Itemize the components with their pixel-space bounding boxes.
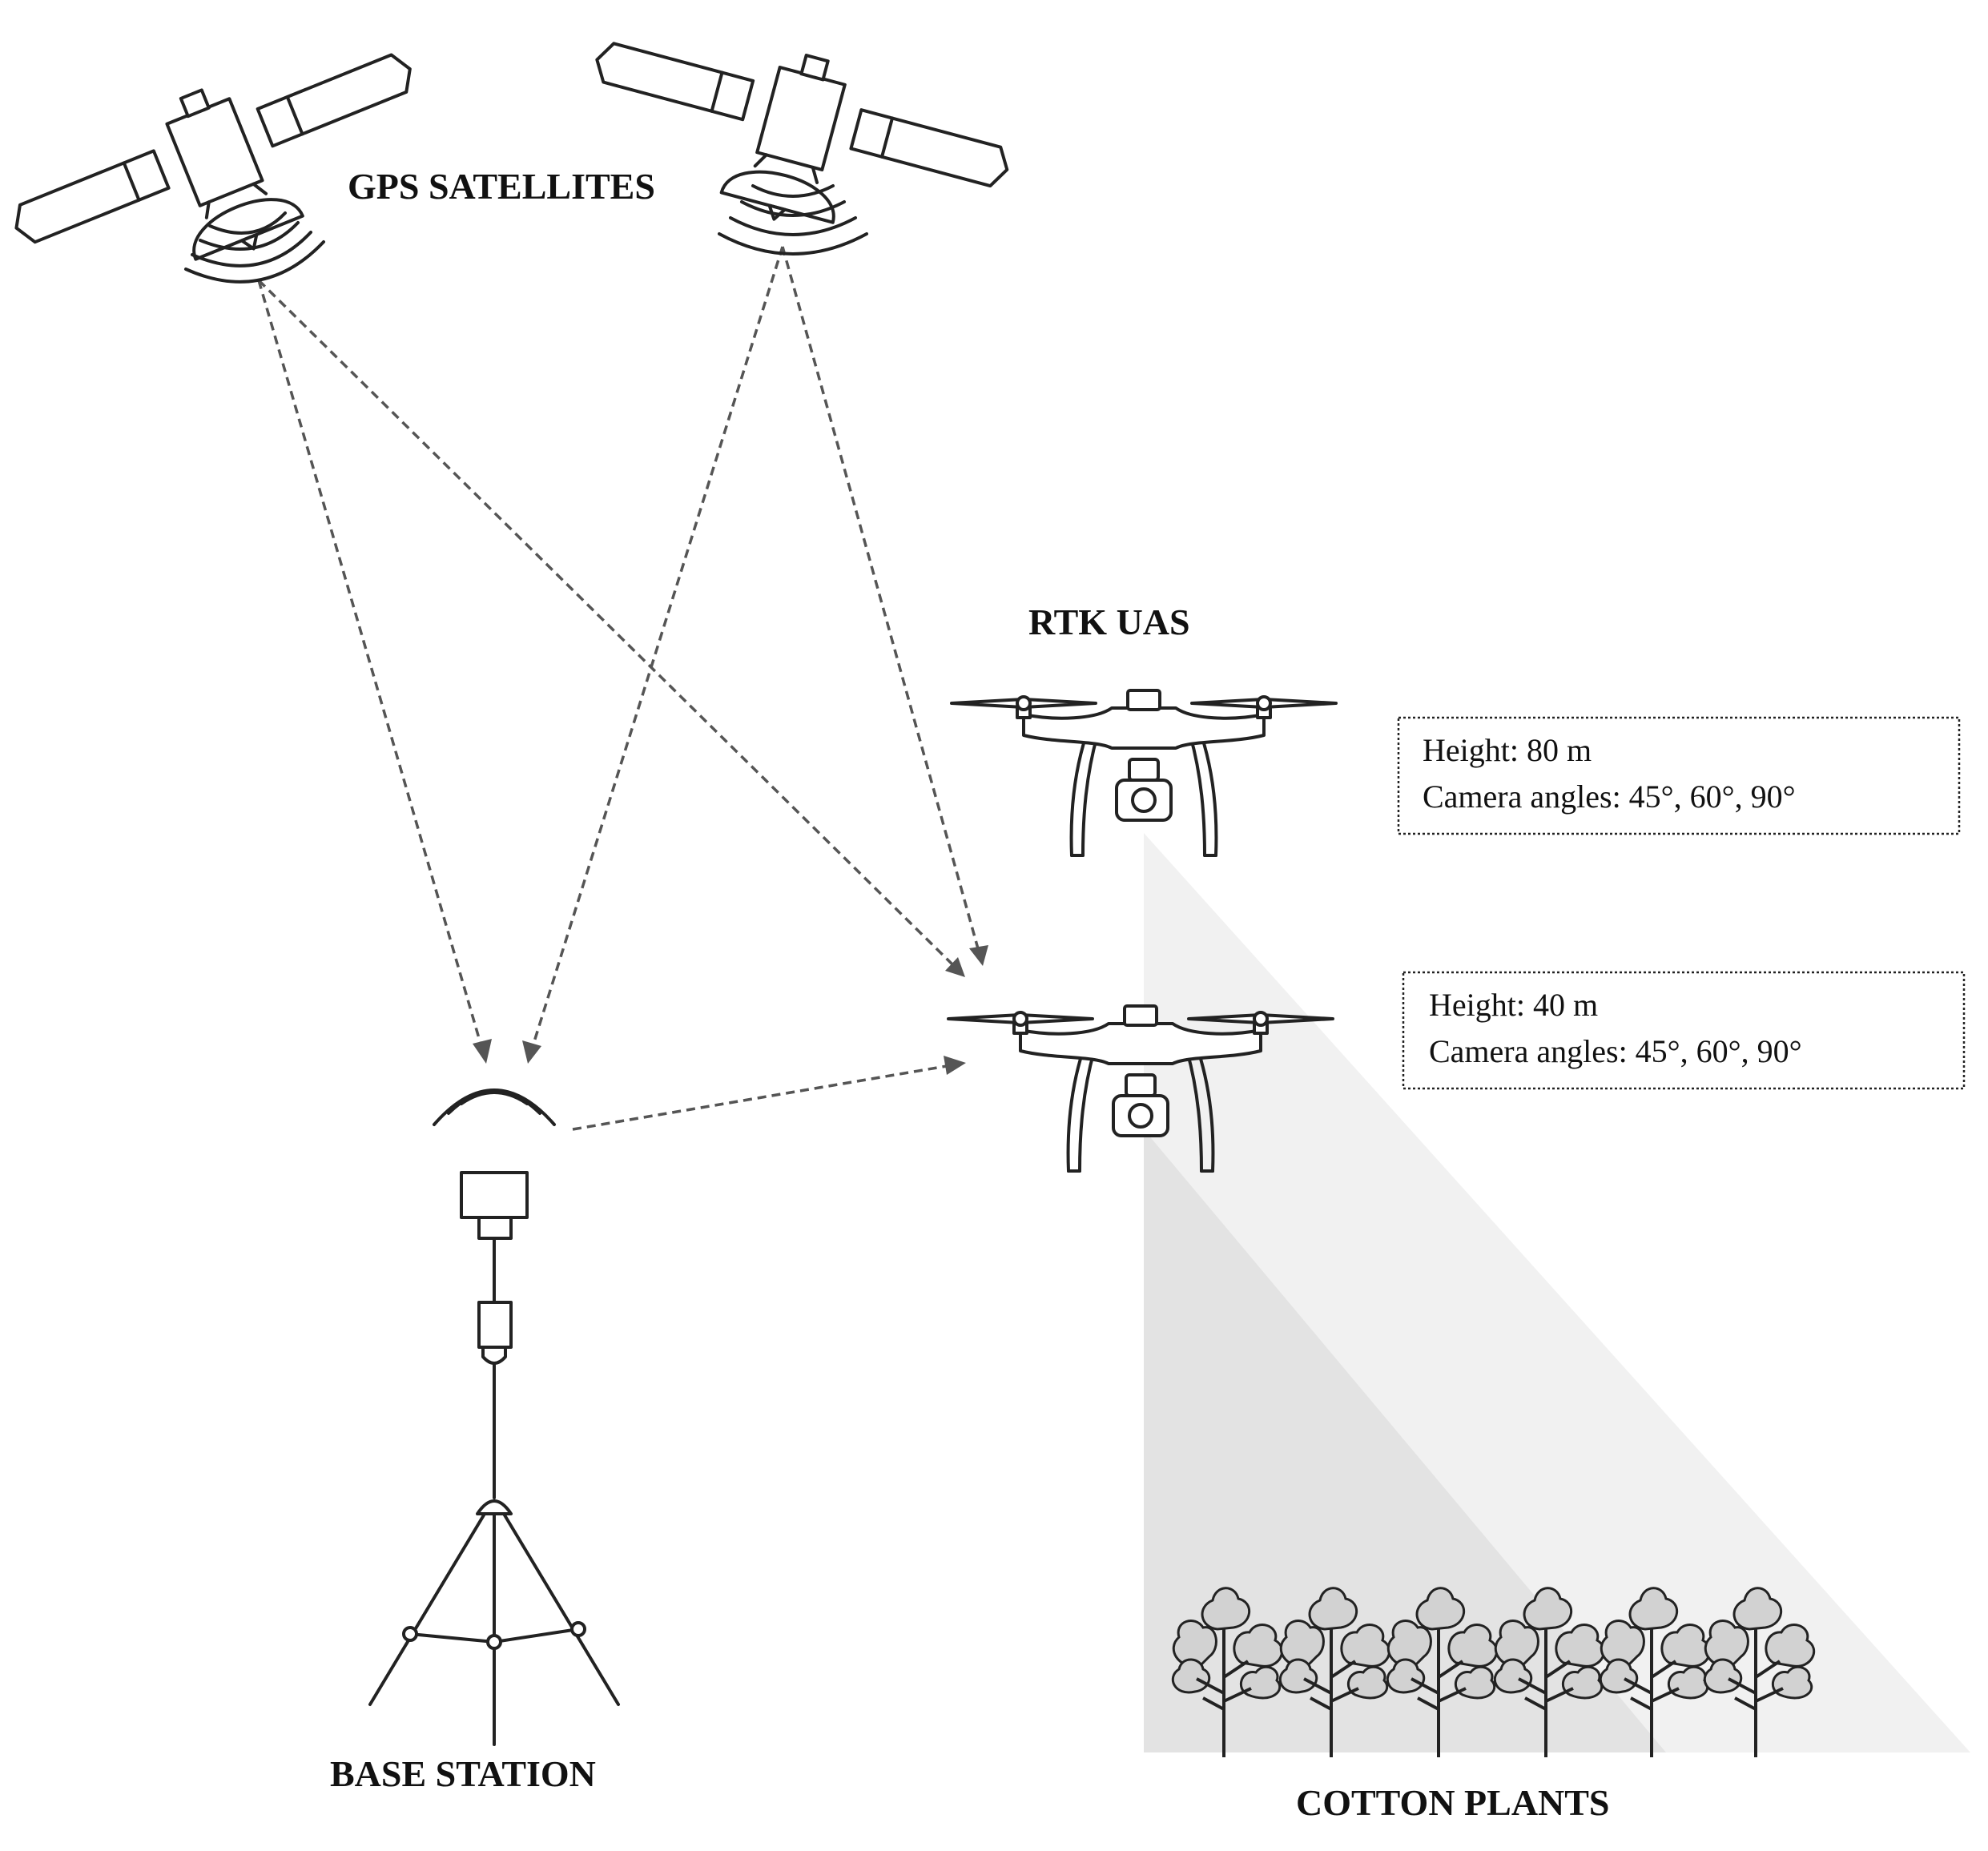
label-cotton-plants: COTTON PLANTS — [1296, 1782, 1610, 1823]
signal-paths — [257, 246, 988, 1131]
info-box-80m — [1397, 716, 1961, 835]
label-rtk-uas: RTK UAS — [1028, 602, 1190, 642]
satellite-icon — [14, 53, 412, 261]
flight-height-80m: Height: 80 m — [1423, 732, 1592, 768]
label-base-station: BASE STATION — [330, 1753, 596, 1794]
info-box-40m — [1402, 971, 1966, 1090]
drone-icon — [950, 689, 1338, 857]
signal-wave-icon — [718, 184, 868, 256]
satellite-icon — [595, 42, 1009, 224]
flight-angles-40m: Camera angles: 45°, 60°, 90° — [1429, 1033, 1802, 1069]
base-station-icon — [368, 1088, 620, 1746]
flight-height-40m: Height: 40 m — [1429, 987, 1598, 1023]
label-gps-satellites: GPS SATELLITES — [348, 166, 655, 207]
signal-wave-icon — [184, 211, 325, 284]
flight-angles-80m: Camera angles: 45°, 60°, 90° — [1423, 779, 1796, 815]
